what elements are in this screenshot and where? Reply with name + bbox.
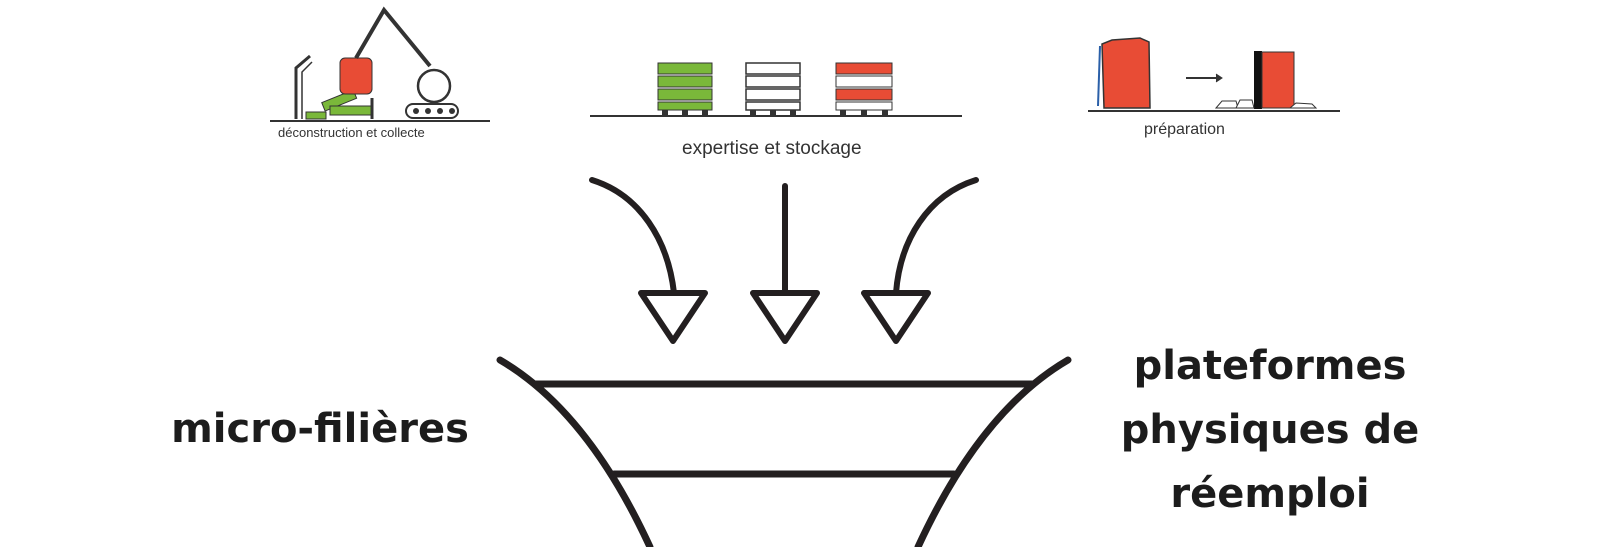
funnel-right-label-line: réemploi [1170, 471, 1370, 517]
stage-caption-deconstruction: déconstruction et collecte [278, 125, 425, 140]
funnel-right-label-line: physiques de [1120, 407, 1420, 453]
funnel-right-label: plateformes physiques de réemploi [1090, 334, 1450, 526]
pallet-storage-icon [590, 62, 962, 117]
arrow-left [589, 177, 708, 344]
arrow-center [750, 183, 820, 344]
pallet-white [745, 62, 801, 115]
funnel-right-label-line: plateformes [1133, 343, 1407, 389]
excavator-demolition-icon [270, 6, 490, 122]
pallet-green [657, 62, 713, 115]
pallet-red [835, 62, 893, 115]
arrow-right [861, 177, 979, 344]
funnel [496, 356, 1072, 547]
material-preparation-icon [1088, 37, 1340, 112]
funnel-left-label: micro-filières [171, 406, 469, 452]
stage-caption-preparation: préparation [1144, 121, 1225, 138]
stage-caption-expertise: expertise et stockage [682, 138, 862, 159]
